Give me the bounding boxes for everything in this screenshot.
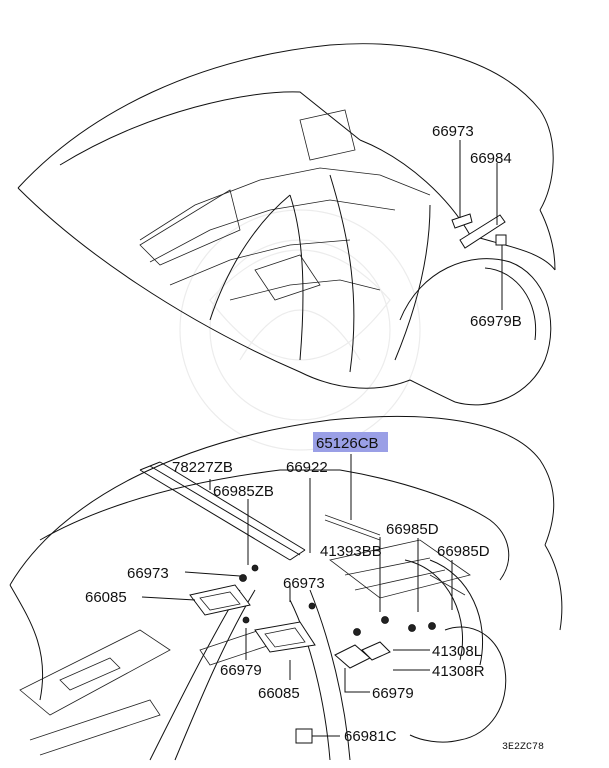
lower-car-body [9, 415, 563, 761]
selected-part-highlight [313, 432, 388, 452]
callout-66985d-b[interactable]: 66985D [437, 543, 490, 560]
callout-66981c[interactable]: 66981C [344, 728, 397, 745]
callout-66985d-a[interactable]: 66985D [386, 521, 439, 538]
upper-car-body [17, 43, 556, 406]
callout-41308l[interactable]: 41308L [432, 643, 482, 660]
callout-66085-mid[interactable]: 66085 [258, 685, 300, 702]
callout-66985zb[interactable]: 66985ZB [213, 483, 274, 500]
callout-41393bb[interactable]: 41393BB [320, 543, 382, 560]
callout-66922[interactable]: 66922 [286, 459, 328, 476]
diagram-code: 3E2ZC78 [502, 742, 544, 753]
leader-lines [141, 140, 503, 737]
callout-66973-mid[interactable]: 66973 [283, 575, 325, 592]
callout-66973-left[interactable]: 66973 [127, 565, 169, 582]
callout-41308r[interactable]: 41308R [432, 663, 485, 680]
part-callouts: 66973 66984 66979B 65126CB 78227ZB 66922… [85, 123, 544, 753]
callout-66979b[interactable]: 66979B [470, 313, 522, 330]
callout-66984[interactable]: 66984 [470, 150, 512, 167]
callout-66973-top[interactable]: 66973 [432, 123, 474, 140]
callout-66085-left[interactable]: 66085 [85, 589, 127, 606]
callout-78227zb[interactable]: 78227ZB [172, 459, 233, 476]
callout-66979-left[interactable]: 66979 [220, 662, 262, 679]
callout-65126cb[interactable]: 65126CB [316, 435, 379, 452]
callout-66979-right[interactable]: 66979 [372, 685, 414, 702]
